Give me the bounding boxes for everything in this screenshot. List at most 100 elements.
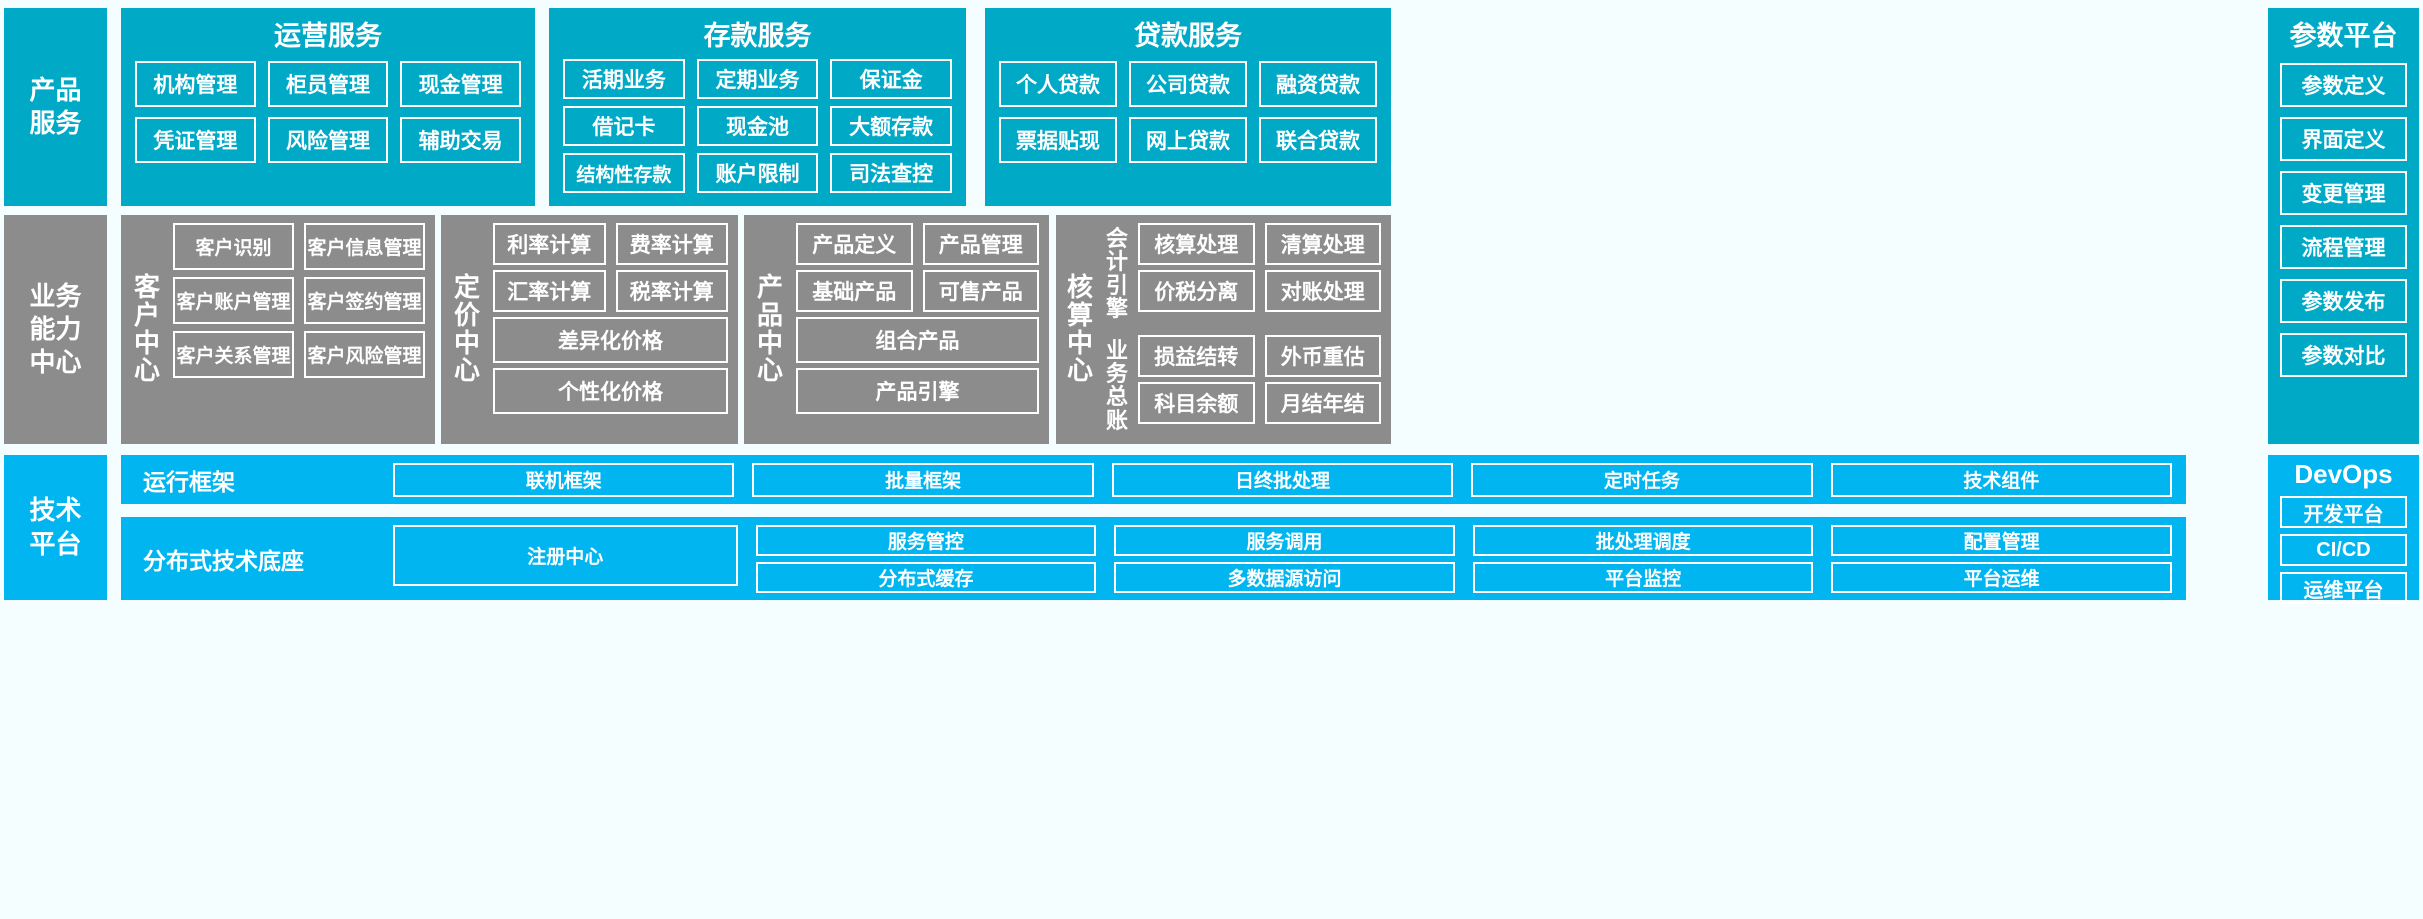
devops-item[interactable]: 运维平台 <box>2280 572 2407 604</box>
parameter-item[interactable]: 变更管理 <box>2280 171 2407 215</box>
tech-item-registry[interactable]: 注册中心 <box>393 524 738 586</box>
capability-item[interactable]: 客户账户管理 <box>173 277 294 324</box>
layer-technical-platform: 技术 平台 运行框架 联机框架 批量框架 日终批处理 定时任务 技术组件 分布式… <box>0 455 2423 600</box>
capability-item[interactable]: 对账处理 <box>1264 270 1381 312</box>
tech-item-stack: 服务调用 多数据源访问 <box>1114 524 1455 593</box>
tech-item[interactable]: 平台运维 <box>1831 561 2172 593</box>
capability-item[interactable]: 组合产品 <box>796 317 1039 363</box>
devops-item[interactable]: 开发平台 <box>2280 496 2407 528</box>
center-body: 客户识别 客户信息管理 客户账户管理 客户签约管理 客户关系管理 客户风险管理 <box>167 223 425 436</box>
capability-item[interactable]: 客户签约管理 <box>304 277 425 324</box>
subgroup-label-char: 会 <box>1105 226 1128 252</box>
center-body: 利率计算 费率计算 汇率计算 税率计算 差异化价格 个性化价格 <box>487 223 728 436</box>
tech-item[interactable]: 批量框架 <box>752 462 1094 497</box>
service-item[interactable]: 现金管理 <box>400 61 521 107</box>
center-row: 组合产品 <box>796 317 1039 363</box>
service-item[interactable]: 现金池 <box>696 106 819 146</box>
tech-item[interactable]: 分布式缓存 <box>755 561 1097 593</box>
section-title: 贷款服务 <box>1134 21 1242 51</box>
service-item[interactable]: 活期业务 <box>563 59 685 99</box>
service-item[interactable]: 联合贷款 <box>1259 117 1377 163</box>
parameter-item[interactable]: 参数定义 <box>2280 63 2407 107</box>
service-item[interactable]: 定期业务 <box>696 59 819 99</box>
service-item[interactable]: 网上贷款 <box>1129 117 1247 163</box>
center-row: 汇率计算 税率计算 <box>493 270 728 312</box>
tech-group-runtime-framework: 运行框架 联机框架 批量框架 日终批处理 定时任务 技术组件 <box>121 455 2186 504</box>
service-item[interactable]: 凭证管理 <box>135 117 256 163</box>
center-label-char: 价 <box>453 299 480 330</box>
panel-title-parameter-platform: 参数平台 <box>2289 21 2398 51</box>
capability-item[interactable]: 月结年结 <box>1264 381 1381 424</box>
subgroup-accounting-engine: 会 计 引 擎 核算处理 清算处理 价税分离 对账处理 <box>1100 223 1381 325</box>
tech-item[interactable]: 服务管控 <box>755 524 1097 556</box>
service-item[interactable]: 柜员管理 <box>267 61 389 107</box>
capability-item[interactable]: 核算处理 <box>1138 223 1255 265</box>
parameter-item[interactable]: 界面定义 <box>2280 117 2407 161</box>
tech-group-items: 注册中心 服务管控 分布式缓存 服务调用 多数据源访问 批处理调度 平台监控 配… <box>393 524 2186 593</box>
tech-item[interactable]: 配置管理 <box>1831 524 2172 556</box>
tech-item[interactable]: 日终批处理 <box>1111 462 1454 497</box>
center-row: 损益结转 外币重估 <box>1138 334 1381 377</box>
center-row: 客户账户管理 客户签约管理 <box>173 277 425 324</box>
layer-label-line2: 平台 <box>29 528 82 559</box>
tech-item[interactable]: 多数据源访问 <box>1114 561 1455 593</box>
center-label-char: 心 <box>756 355 783 386</box>
devops-item[interactable]: CI/CD <box>2280 534 2407 566</box>
parameter-item[interactable]: 参数对比 <box>2280 333 2407 377</box>
center-label-char: 中 <box>756 327 783 358</box>
tech-item[interactable]: 批处理调度 <box>1472 524 1814 556</box>
tech-group-label: 分布式技术底座 <box>143 547 304 574</box>
capability-item[interactable]: 费率计算 <box>615 223 728 265</box>
capability-item[interactable]: 客户识别 <box>173 223 294 270</box>
service-item[interactable]: 辅助交易 <box>400 117 521 163</box>
capability-item[interactable]: 客户风险管理 <box>304 331 425 378</box>
tech-item[interactable]: 服务调用 <box>1114 524 1455 556</box>
capability-item[interactable]: 科目余额 <box>1138 381 1255 424</box>
service-item[interactable]: 账户限制 <box>696 153 819 193</box>
capability-item[interactable]: 可售产品 <box>922 270 1039 312</box>
subgroup-label-char: 擎 <box>1105 296 1128 322</box>
tech-item[interactable]: 联机框架 <box>393 462 735 497</box>
center-label-customer: 客 户 中 心 <box>127 223 167 436</box>
tech-item[interactable]: 定时任务 <box>1471 462 1813 497</box>
service-item[interactable]: 结构性存款 <box>563 153 685 193</box>
capability-item[interactable]: 客户关系管理 <box>173 331 294 378</box>
section-title: 存款服务 <box>703 21 812 51</box>
capability-item[interactable]: 基础产品 <box>796 270 913 312</box>
service-item[interactable]: 融资贷款 <box>1259 61 1377 107</box>
service-item[interactable]: 公司贷款 <box>1129 61 1247 107</box>
service-item[interactable]: 票据贴现 <box>999 117 1117 163</box>
capability-item[interactable]: 外币重估 <box>1264 334 1381 377</box>
service-item[interactable]: 大额存款 <box>830 106 952 146</box>
service-item[interactable]: 司法查控 <box>830 153 952 193</box>
tech-item-stack: 服务管控 分布式缓存 <box>755 524 1097 593</box>
capability-item[interactable]: 价税分离 <box>1138 270 1255 312</box>
service-item[interactable]: 个人贷款 <box>999 61 1117 107</box>
capability-item[interactable]: 利率计算 <box>493 223 606 265</box>
center-body: 产品定义 产品管理 基础产品 可售产品 组合产品 产品引擎 <box>790 223 1039 436</box>
subgroup-body: 损益结转 外币重估 科目余额 月结年结 <box>1134 334 1381 437</box>
center-row: 产品引擎 <box>796 368 1039 414</box>
capability-item[interactable]: 汇率计算 <box>493 270 606 312</box>
tech-item[interactable]: 平台监控 <box>1472 561 1814 593</box>
capability-item[interactable]: 产品定义 <box>796 223 913 265</box>
parameter-item[interactable]: 参数发布 <box>2280 279 2407 323</box>
parameter-item[interactable]: 流程管理 <box>2280 225 2407 269</box>
service-item[interactable]: 借记卡 <box>563 106 685 146</box>
capability-item[interactable]: 清算处理 <box>1264 223 1381 265</box>
section-loan-services: 贷款服务 个人贷款 公司贷款 融资贷款 票据贴现 网上贷款 联合贷款 <box>985 8 1391 206</box>
service-item[interactable]: 机构管理 <box>135 61 256 107</box>
capability-item[interactable]: 个性化价格 <box>493 368 728 414</box>
center-row: 客户关系管理 客户风险管理 <box>173 331 425 378</box>
capability-item[interactable]: 税率计算 <box>615 270 728 312</box>
service-item[interactable]: 风险管理 <box>267 117 389 163</box>
service-item[interactable]: 保证金 <box>830 59 952 99</box>
capability-item[interactable]: 产品管理 <box>922 223 1039 265</box>
subgroup-label-general-ledger: 业 务 总 账 <box>1100 335 1134 437</box>
capability-item[interactable]: 客户信息管理 <box>304 223 425 270</box>
tech-item[interactable]: 技术组件 <box>1830 462 2173 497</box>
subgroup-label-accounting-engine: 会 计 引 擎 <box>1100 223 1134 325</box>
capability-item[interactable]: 产品引擎 <box>796 368 1039 414</box>
capability-item[interactable]: 损益结转 <box>1138 334 1255 377</box>
capability-item[interactable]: 差异化价格 <box>493 317 728 363</box>
